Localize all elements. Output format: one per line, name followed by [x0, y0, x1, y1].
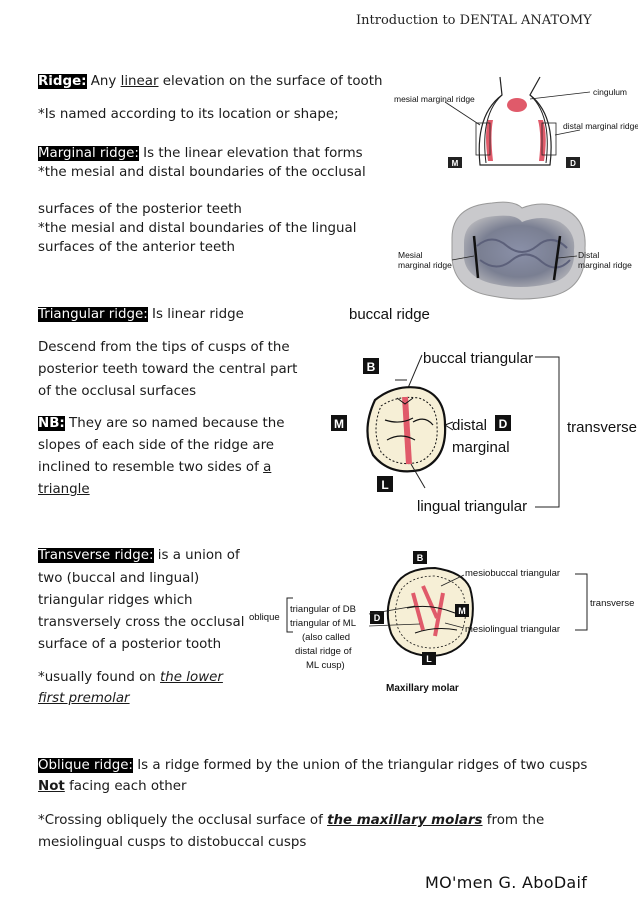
- marginal-line-3: surfaces of the posterior teeth: [38, 202, 242, 217]
- fig3-m-tag: M: [334, 417, 344, 431]
- maxillary-molar-figure: B mesiobuccal triangular transverse M me…: [249, 551, 634, 694]
- transverse-line-4: surface of a posterior tooth: [38, 637, 222, 652]
- ridge-text-end: elevation on the surface of tooth: [158, 74, 383, 89]
- page-header: Introduction to DENTAL ANATOMY: [356, 13, 592, 28]
- distal-label: distal: [452, 417, 487, 434]
- maxillary-molar-caption: Maxillary molar: [386, 683, 459, 694]
- nb-line-3-underlined: a: [263, 460, 272, 475]
- ridge-text: Any: [86, 74, 121, 89]
- nb-line-2: slopes of each side of the ridge are: [38, 438, 275, 453]
- fig4-transverse-label: transverse: [590, 598, 634, 609]
- triangular-def: Is linear ridge: [147, 307, 244, 322]
- mesiobuccal-triangular-label: mesiobuccal triangular: [465, 568, 560, 579]
- oblique-def: Is a ridge formed by the union of the tr…: [132, 758, 588, 773]
- marginal-def: Is the linear elevation that forms: [138, 146, 363, 161]
- fig4-b-tag: B: [417, 553, 424, 563]
- buccal-triangular-label: buccal triangular: [423, 350, 533, 367]
- marginal-label: marginal: [452, 439, 510, 456]
- nb-text: They are so named because the: [64, 416, 285, 431]
- oblique-line-3-emphasis: the maxillary molars: [327, 813, 483, 828]
- triangular-db-label: triangular of DB: [290, 604, 356, 615]
- triangular-term: Triangular ridge:: [38, 307, 148, 322]
- transverse-line-5: *usually found on the lower: [38, 668, 223, 687]
- triangular-ml-label: triangular of ML: [290, 618, 356, 629]
- transverse-line-1: two (buccal and lingual): [38, 571, 200, 586]
- marginal-term: Marginal ridge:: [38, 146, 139, 161]
- transverse-line-5-underlined: the lower: [160, 670, 223, 685]
- transverse-definition: Transverse ridge: is a union of: [38, 546, 240, 565]
- fig2-mesial-label: Mesial: [398, 250, 423, 260]
- ridge-named-line: *Is named according to its location or s…: [38, 107, 339, 122]
- mesial-marginal-ridge-label: mesial marginal ridge: [394, 94, 475, 104]
- marginal-line-2: *the mesial and distal boundaries of the…: [38, 165, 366, 180]
- oblique-line-3: *Crossing obliquely the occlusal surface…: [38, 811, 544, 830]
- oblique-line-3-text: *Crossing obliquely the occlusal surface…: [38, 813, 328, 828]
- premolar-triangular-ridge-figure: buccal ridge buccal triangular B M L dis…: [331, 306, 637, 515]
- lingual-triangular-label: lingual triangular: [417, 498, 527, 515]
- fig2-distal-label: Distal: [578, 250, 599, 260]
- fig4-m-tag: M: [458, 606, 466, 616]
- cingulum-label: cingulum: [593, 87, 627, 97]
- nb-line-1: NB: They are so named because the: [38, 414, 284, 433]
- ridge-underlined: linear: [120, 74, 159, 89]
- fig4-l-tag: L: [426, 654, 432, 664]
- ml-cusp-label: ML cusp): [306, 660, 345, 671]
- nb-line-3: inclined to resemble two sides of a: [38, 458, 271, 477]
- oblique-definition: Oblique ridge: Is a ridge formed by the …: [38, 756, 587, 775]
- distal-ridge-of-label: distal ridge of: [295, 646, 352, 657]
- transverse-def: is a union of: [153, 548, 240, 563]
- fig3-d-tag: D: [499, 417, 508, 431]
- marginal-line-5: surfaces of the anterior teeth: [38, 240, 235, 255]
- marginal-definition: Marginal ridge: Is the linear elevation …: [38, 144, 363, 163]
- incisor-marginal-ridge-figure: mesial marginal ridge cingulum distal ma…: [394, 76, 638, 168]
- oblique-term: Oblique ridge:: [38, 758, 133, 773]
- transverse-line-2: triangular ridges which: [38, 593, 193, 608]
- oblique-line-3-end: from the: [482, 813, 545, 828]
- ridge-definition: Ridge: Any linear elevation on the surfa…: [38, 72, 382, 91]
- triangular-line-2: posterior teeth toward the central part: [38, 362, 298, 377]
- ridge-term: Ridge:: [38, 74, 87, 89]
- distal-marginal-ridge-label: distal marginal ridge: [563, 121, 638, 131]
- fig2-mesial-marginal-label: marginal ridge: [398, 260, 452, 270]
- fig3-transverse-label: transverse: [567, 419, 637, 436]
- molar-occlusal-figure: Mesial marginal ridge Distal marginal ri…: [398, 201, 632, 300]
- oblique-not: Not: [38, 779, 65, 794]
- transverse-line-5-text: *usually found on: [38, 670, 161, 685]
- nb-line-4: triangle: [38, 482, 90, 497]
- nb-term: NB:: [38, 416, 65, 431]
- fig1-d-tag: D: [570, 159, 576, 168]
- fig3-l-tag: L: [381, 478, 388, 492]
- oblique-line-4: mesiolingual cusps to distobuccal cusps: [38, 835, 307, 850]
- triangular-line-1: Descend from the tips of cusps of the: [38, 340, 290, 355]
- fig1-m-tag: M: [452, 159, 459, 168]
- transverse-line-6: first premolar: [38, 691, 130, 706]
- triangular-definition: Triangular ridge: Is linear ridge: [38, 305, 244, 324]
- oblique-line-2: Not facing each other: [38, 777, 187, 796]
- marginal-line-4: *the mesial and distal boundaries of the…: [38, 221, 357, 236]
- fig4-d-tag: D: [374, 613, 381, 623]
- triangular-line-3: of the occlusal surfaces: [38, 384, 197, 399]
- transverse-term: Transverse ridge:: [38, 548, 154, 563]
- transverse-line-3: transversely cross the occlusal: [38, 615, 245, 630]
- fig2-distal-marginal-label: marginal ridge: [578, 260, 632, 270]
- author-footer: MO'men G. AboDaif: [425, 873, 588, 892]
- nb-line-3-text: inclined to resemble two sides of: [38, 460, 264, 475]
- buccal-ridge-label: buccal ridge: [349, 306, 430, 323]
- fig3-b-tag: B: [367, 360, 376, 374]
- mesiolingual-triangular-label: mesiolingual triangular: [465, 624, 560, 635]
- oblique-label: oblique: [249, 612, 280, 623]
- also-called-label: (also called: [302, 632, 350, 643]
- oblique-facing: facing each other: [64, 779, 187, 794]
